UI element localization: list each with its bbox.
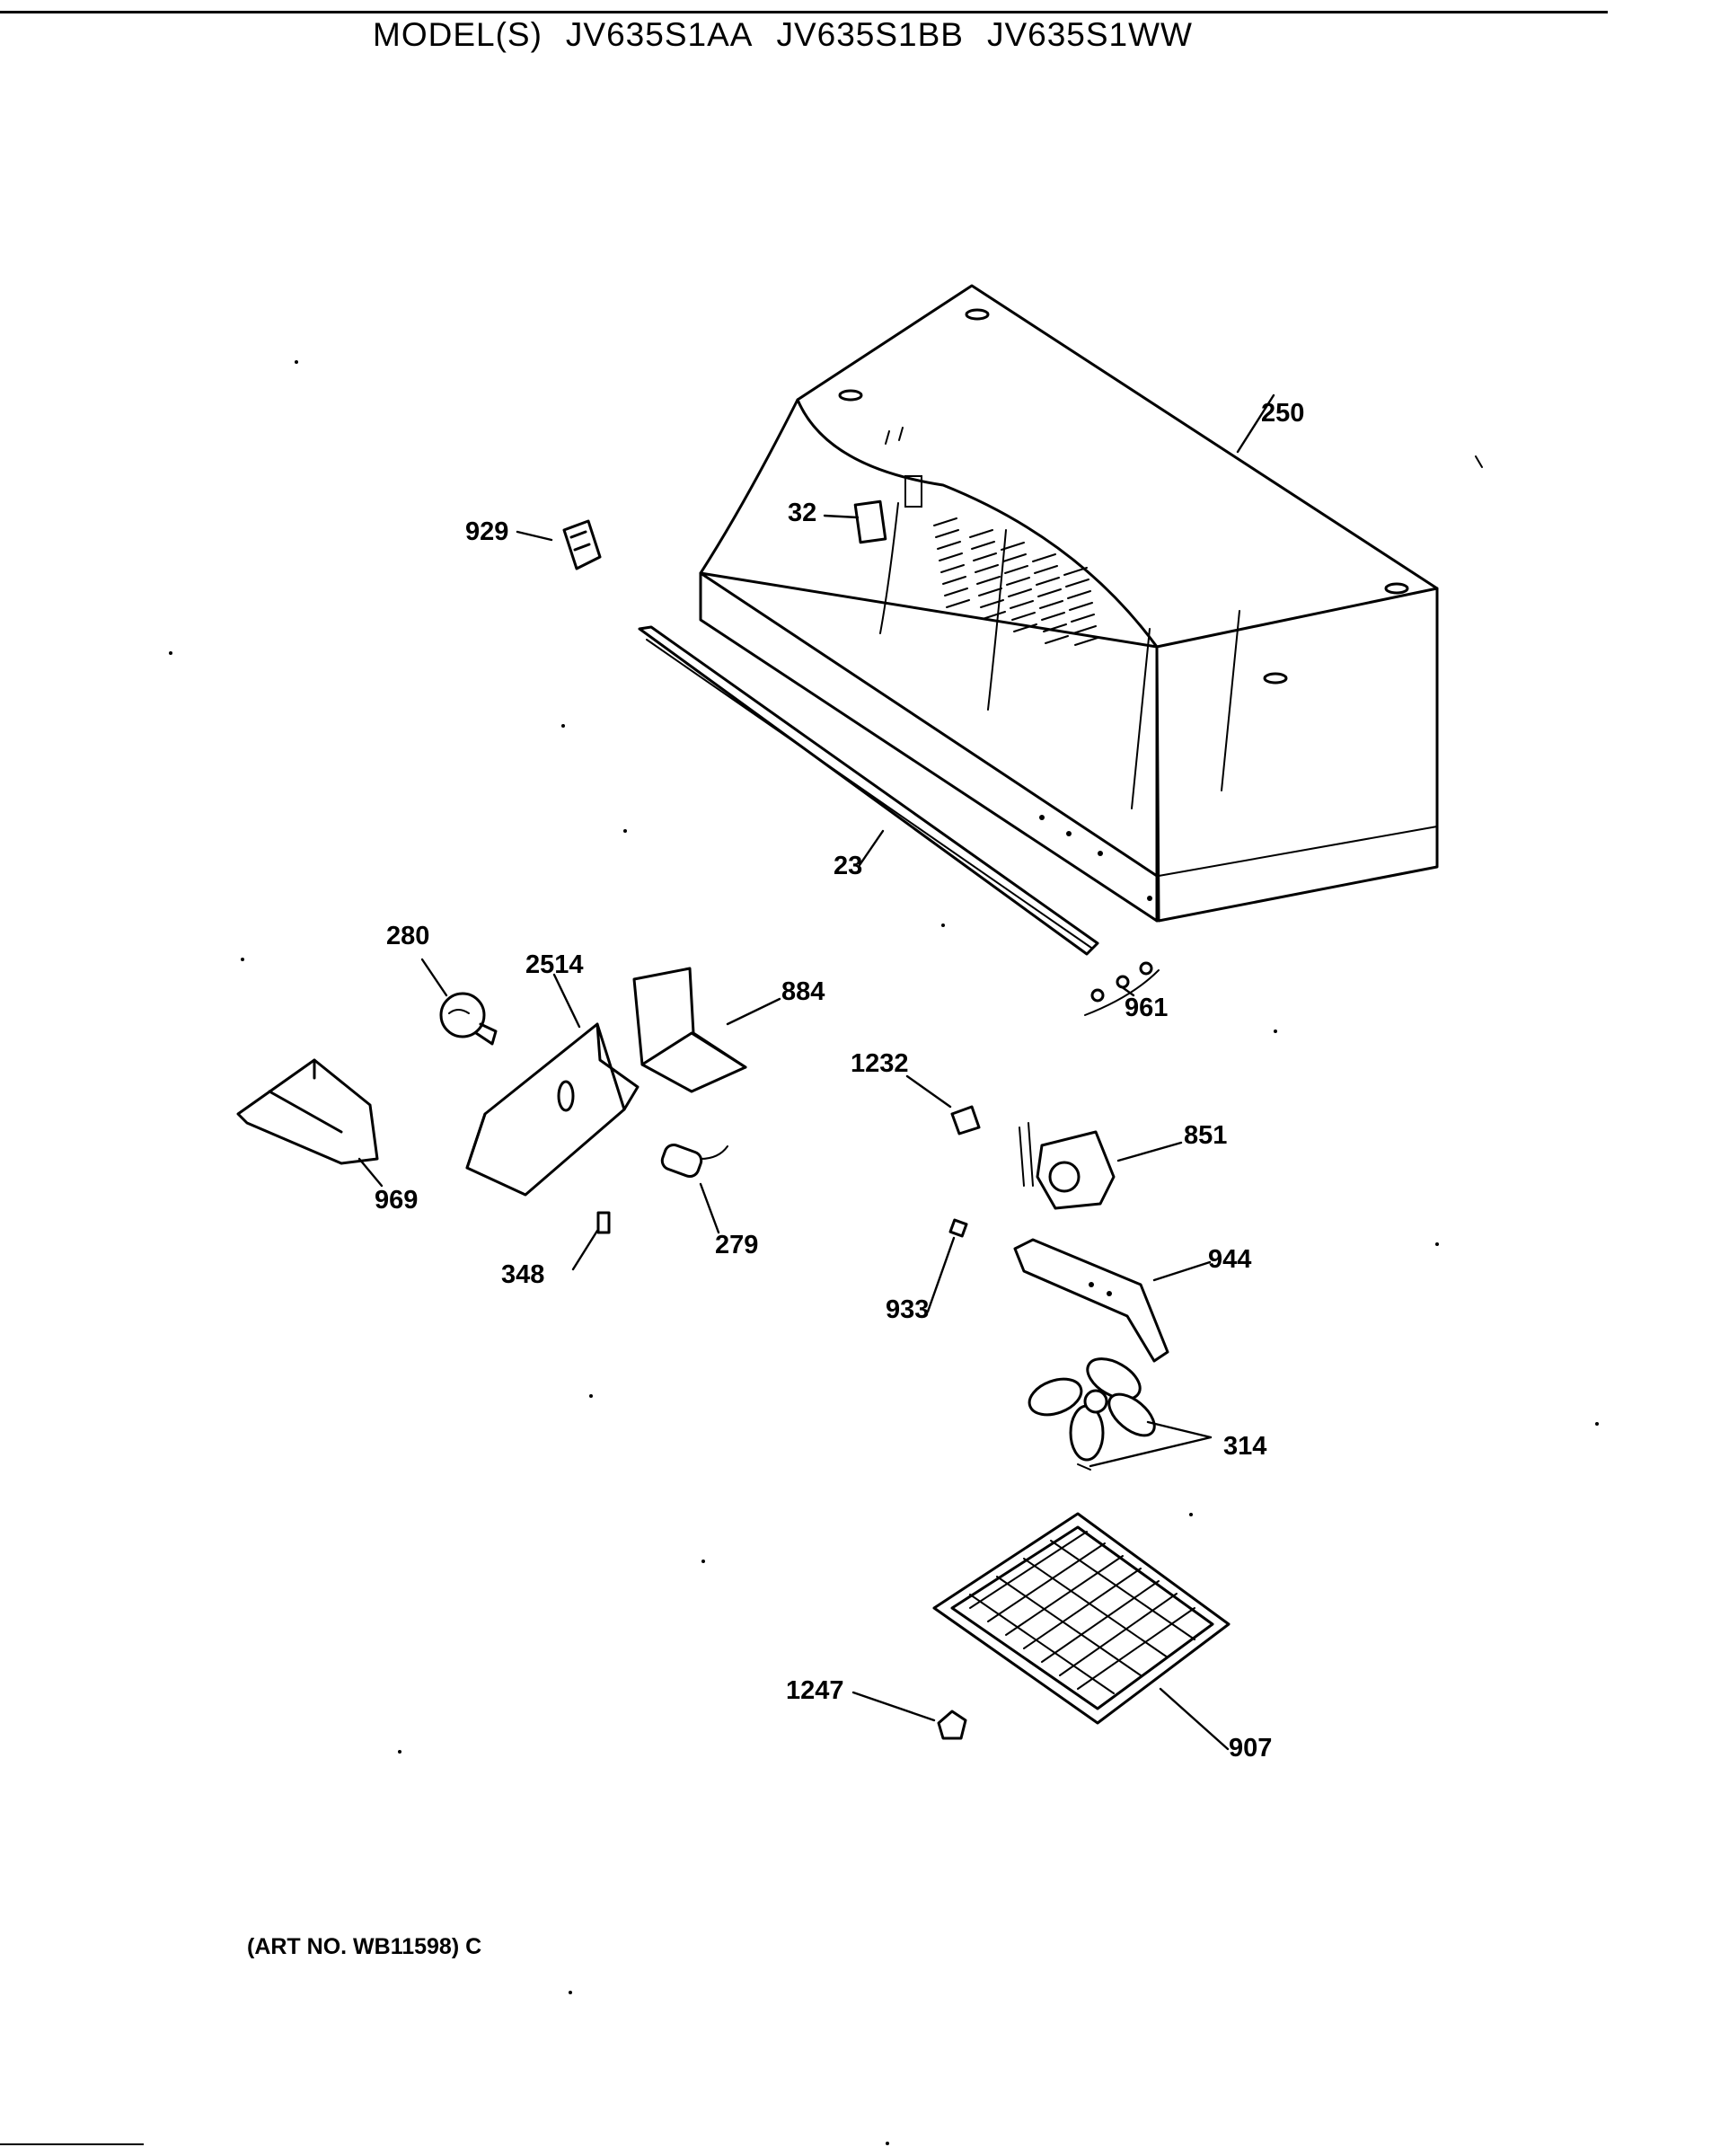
callout-961: 961 [1125, 994, 1169, 1022]
callout-314: 314 [1223, 1432, 1267, 1461]
model-number-2: JV635S1BB [776, 16, 964, 53]
part-929-switch [562, 519, 602, 570]
callout-348: 348 [501, 1260, 545, 1289]
callout-2514: 2514 [525, 950, 584, 979]
callout-1232: 1232 [851, 1049, 909, 1078]
model-number-1: JV635S1AA [565, 16, 754, 53]
callout-884: 884 [781, 977, 825, 1006]
callout-279: 279 [715, 1231, 759, 1259]
callout-929: 929 [465, 517, 509, 546]
part-348-clip [596, 1211, 611, 1234]
part-314-fan-blade [1028, 1357, 1156, 1471]
part-884-shield [632, 967, 747, 1093]
callout-32: 32 [788, 499, 817, 527]
part-250-hood-housing [699, 284, 1439, 923]
part-851-motor [1019, 1122, 1116, 1210]
callout-1247: 1247 [786, 1676, 844, 1705]
art-number-note: (ART NO. WB11598) C [247, 1934, 482, 1959]
callout-280: 280 [386, 922, 430, 950]
callout-944: 944 [1208, 1245, 1252, 1274]
model-title: MODEL(S) JV635S1AA JV635S1BB JV635S1WW [373, 16, 1216, 54]
callout-851: 851 [1184, 1121, 1228, 1150]
top-rule [0, 11, 1608, 13]
callout-250: 250 [1261, 399, 1305, 428]
part-1247-clip [937, 1710, 967, 1740]
scan-specks [169, 360, 1599, 2145]
part-279-socket [660, 1143, 728, 1179]
part-280-light-bulb [439, 992, 498, 1046]
bottom-rule [0, 2143, 144, 2145]
part-2514-light-housing [465, 1022, 640, 1197]
leader-lines [357, 393, 1275, 1751]
part-969-lamp-cover [236, 1058, 379, 1165]
callout-907: 907 [1229, 1734, 1273, 1763]
model-number-3: JV635S1WW [986, 16, 1193, 53]
part-907-filter [932, 1512, 1231, 1725]
callout-933: 933 [886, 1295, 930, 1324]
part-933-nut [948, 1218, 968, 1238]
part-961-screws [1084, 961, 1160, 1016]
model-prefix: MODEL(S) [373, 16, 543, 53]
callout-23: 23 [834, 852, 863, 880]
callout-969: 969 [375, 1186, 419, 1215]
part-23-trim-strip [638, 625, 1099, 956]
part-944-motor-bracket [1013, 1238, 1169, 1363]
part-1232-bracket [950, 1105, 981, 1135]
